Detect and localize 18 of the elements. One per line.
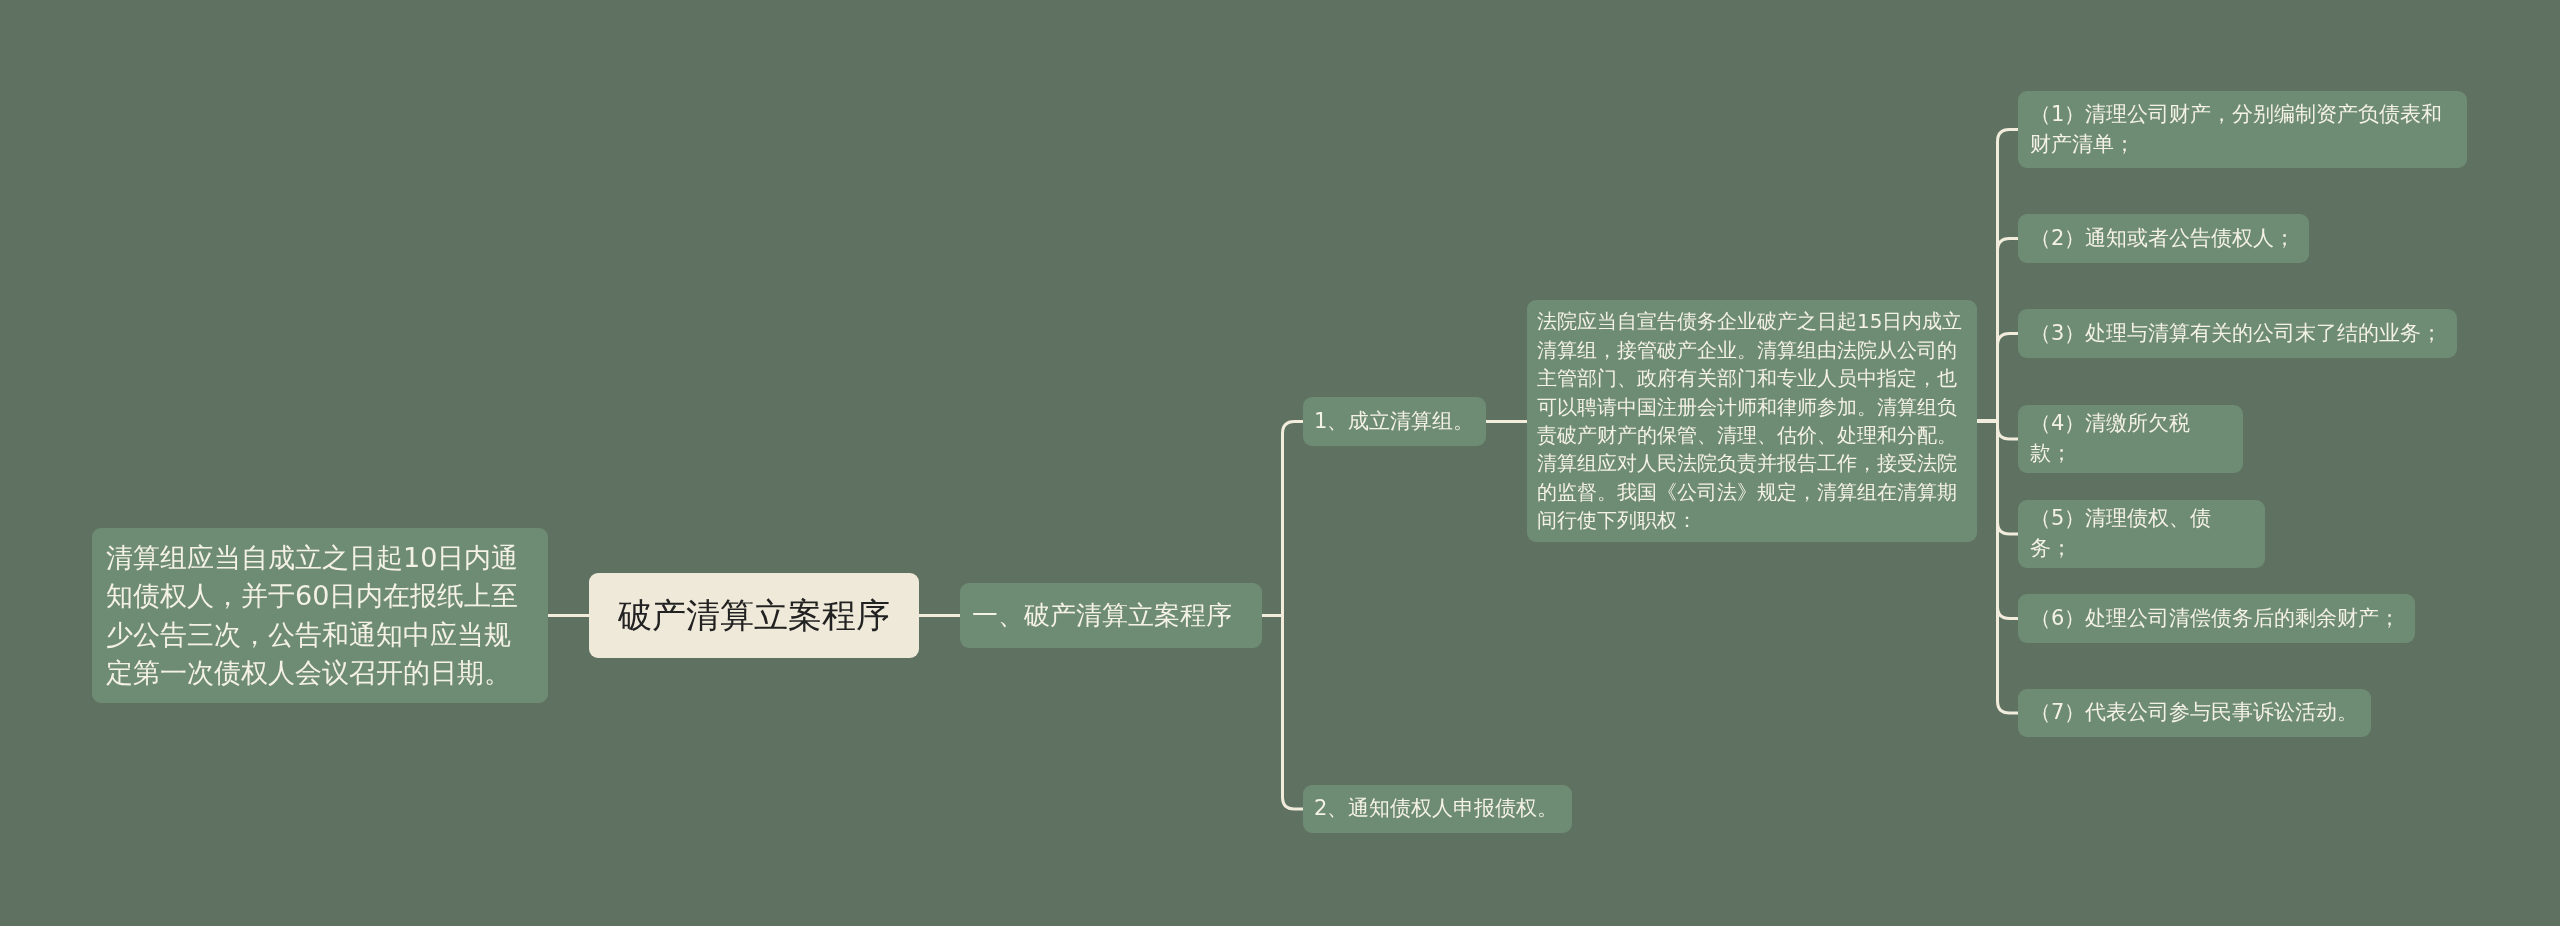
item-box: （3）处理与清算有关的公司末了结的业务； xyxy=(2018,309,2457,358)
connector-line xyxy=(548,614,589,617)
subtopic-box: 2、通知债权人申报债权。 xyxy=(1303,785,1572,833)
note-box: 清算组应当自成立之日起10日内通知债权人，并于60日内在报纸上至少公告三次，公告和通知中应当规定第一次债权人会议召开的日期。 xyxy=(92,528,548,703)
item-box: （1）清理公司财产，分别编制资产负债表和财产清单； xyxy=(2018,91,2467,168)
connector-line xyxy=(1262,614,1303,811)
topic-box: 一、破产清算立案程序 xyxy=(960,583,1262,648)
item-box: （4）清缴所欠税款； xyxy=(2018,405,2243,473)
item-box: （6）处理公司清偿债务后的剩余财产； xyxy=(2018,594,2415,643)
item-box: （5）清理债权、债务； xyxy=(2018,500,2265,568)
paragraph-box: 法院应当自宣告债务企业破产之日起15日内成立清算组，接管破产企业。清算组由法院从公司的主管部门、政府有关部门和专业人员中指定，也可以聘请中国注册会计师和律师参加。清算组负责破产财产的保管、清理、估价、处理和分配。清算组应对人民法院负责并报告工作，接受法院的监督。我国《公司法》规定，清算组在清算期间行使下列职权： xyxy=(1527,300,1977,542)
root-topic-box: 破产清算立案程序 xyxy=(589,573,919,658)
connector-line xyxy=(1486,420,1527,423)
subtopic-box: 1、成立清算组。 xyxy=(1303,397,1486,446)
item-box: （2）通知或者公告债权人； xyxy=(2018,214,2309,263)
item-box: （7）代表公司参与民事诉讼活动。 xyxy=(2018,689,2371,737)
connector-line xyxy=(1977,419,2018,715)
connector-line xyxy=(919,614,960,617)
